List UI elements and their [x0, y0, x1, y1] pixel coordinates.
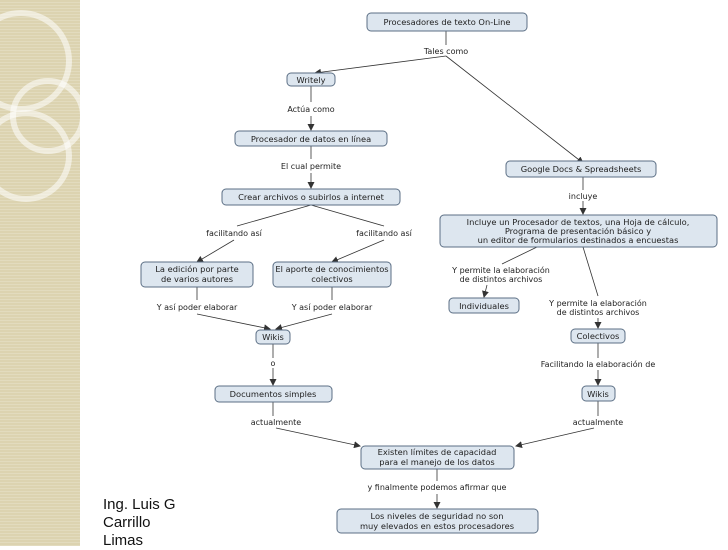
edge — [445, 55, 584, 164]
link-label: incluye — [569, 192, 598, 201]
edge — [515, 427, 595, 449]
node-aporte: El aporte de conocimientos colectivos — [272, 261, 392, 288]
node-edicion: La edición por parte de varios autores — [140, 261, 254, 288]
node-label: de varios autores — [161, 274, 233, 284]
node-label: Existen límites de capacidad — [378, 447, 497, 457]
decorative-sidebar — [0, 0, 86, 546]
node-label: Procesador de datos en línea — [251, 134, 371, 144]
link-label: y finalmente podemos afirmar que — [368, 483, 507, 492]
node-label: Google Docs & Spreadsheets — [521, 164, 642, 174]
link-label: Y permite la elaboración — [548, 298, 647, 308]
link-label: Tales como — [423, 47, 468, 56]
node-label: Colectivos — [577, 331, 620, 341]
node-label: Documentos simples — [230, 389, 317, 399]
link-label: actualmente — [573, 418, 624, 427]
node-wikis-left: Wikis — [255, 329, 291, 345]
edge — [501, 246, 538, 265]
node-colectivos: Colectivos — [570, 328, 626, 344]
link-label: de distintos archivos — [460, 275, 543, 284]
node-crear-archivos: Crear archivos o subirlos a internet — [221, 188, 401, 206]
link-label: Y permite la elaboración — [451, 265, 550, 275]
edge — [314, 55, 447, 76]
node-wikis-right: Wikis — [581, 385, 616, 402]
node-label: colectivos — [311, 274, 352, 284]
node-label: El aporte de conocimientos — [275, 264, 388, 274]
edge — [196, 313, 271, 332]
node-label: La edición por parte — [155, 264, 238, 274]
link-label: facilitando así — [206, 229, 262, 238]
node-limites: Existen límites de capacidad para el man… — [360, 445, 515, 470]
swirl-ornament — [0, 110, 72, 202]
edge — [236, 204, 312, 227]
node-label: Individuales — [459, 301, 509, 311]
node-documentos: Documentos simples — [214, 385, 333, 403]
node-label: Procesadores de texto On-Line — [383, 17, 510, 27]
link-label: de distintos archivos — [557, 308, 640, 317]
link-label: Y así poder elaborar — [156, 303, 238, 312]
node-label: Writely — [296, 75, 325, 85]
author-name: Ing. Luis G Carrillo Limas — [103, 496, 176, 549]
edge — [275, 427, 361, 449]
node-individuales: Individuales — [448, 297, 520, 314]
link-label: Actúa como — [287, 105, 334, 114]
node-procesadores: Procesadores de texto On-Line — [366, 12, 528, 32]
node-label: Incluye un Procesador de textos, una Hoj… — [467, 217, 690, 227]
node-seguridad: Los niveles de seguridad no son muy elev… — [336, 508, 539, 534]
node-label: Los niveles de seguridad no son — [370, 511, 503, 521]
link-label: o — [271, 359, 276, 368]
node-label: Wikis — [262, 332, 284, 342]
node-procesador-datos: Procesador de datos en línea — [234, 130, 388, 147]
node-label: un editor de formularios destinados a en… — [478, 235, 679, 245]
edge — [582, 246, 599, 297]
edge — [482, 284, 489, 298]
node-incluye: Incluye un Procesador de textos, una Hoj… — [439, 214, 718, 248]
link-label: Facilitando la elaboración de — [541, 359, 656, 369]
link-label: facilitando así — [356, 229, 412, 238]
edge — [310, 204, 385, 227]
edge — [275, 313, 333, 331]
node-writely: Writely — [286, 72, 336, 87]
edges — [196, 31, 602, 509]
edge — [331, 239, 385, 263]
node-label: muy elevados en estos procesadores — [360, 521, 514, 531]
node-label: Wikis — [587, 389, 609, 399]
link-label: Y así poder elaborar — [291, 303, 373, 312]
node-label: para el manejo de los datos — [379, 457, 494, 467]
link-labels: Tales como Actúa como El cual permite fa… — [156, 47, 656, 492]
link-label: actualmente — [251, 418, 302, 427]
node-label: Programa de presentación básico y — [505, 226, 651, 236]
edge — [196, 239, 235, 263]
node-label: Crear archivos o subirlos a internet — [238, 192, 385, 202]
node-google: Google Docs & Spreadsheets — [505, 160, 657, 178]
link-label: El cual permite — [281, 162, 341, 171]
